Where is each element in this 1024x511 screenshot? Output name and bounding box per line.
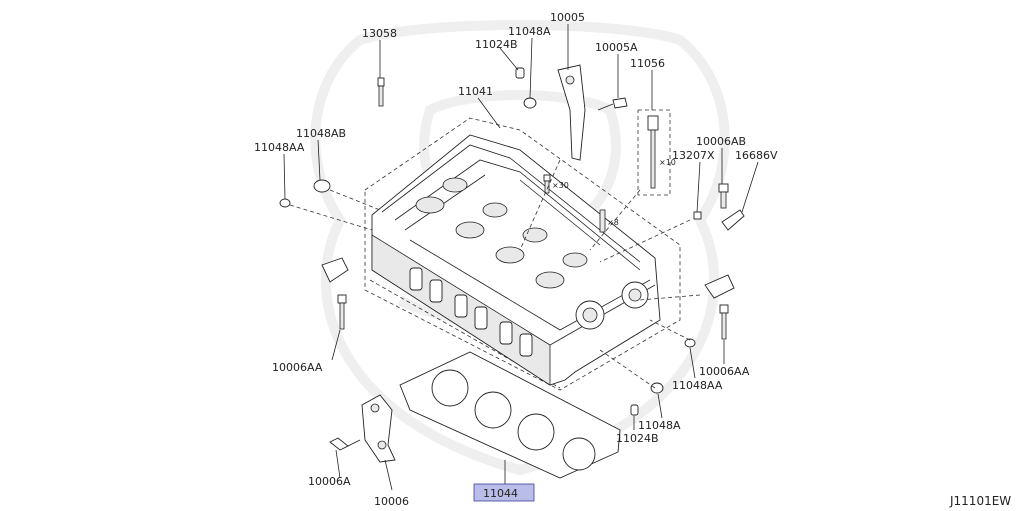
- intake-ports: [409, 267, 533, 357]
- plug-11048A-bottom[interactable]: [650, 382, 664, 394]
- qty-x10: ×10: [659, 158, 676, 167]
- label-11048A-top[interactable]: 11048A: [508, 25, 551, 38]
- bolt-x30[interactable]: [543, 174, 551, 194]
- plug-11048AA-right[interactable]: [684, 338, 696, 348]
- label-11044[interactable]: 11044: [483, 487, 518, 500]
- cap-11048AB[interactable]: [313, 179, 331, 193]
- nut-13207X[interactable]: [693, 211, 702, 220]
- label-10006A[interactable]: 10006A: [308, 475, 351, 488]
- cam-journals: [415, 177, 588, 289]
- pin-11024B-bottom[interactable]: [630, 404, 639, 416]
- stud-x8[interactable]: [599, 209, 606, 233]
- diagram-code: J11101EW: [949, 494, 1011, 508]
- label-13058[interactable]: 13058: [362, 27, 397, 40]
- plug-11048A-top[interactable]: [523, 97, 537, 109]
- label-10006AA-left[interactable]: 10006AA: [272, 361, 323, 374]
- label-11048A-bottom[interactable]: 11048A: [638, 419, 681, 432]
- clip-16686V[interactable]: [721, 209, 745, 231]
- leader-lines: [283, 24, 759, 491]
- bolt-10006A[interactable]: [329, 437, 361, 451]
- bolt-10006AA-left[interactable]: [337, 294, 347, 330]
- front-bores: [575, 281, 649, 330]
- label-16686V[interactable]: 16686V: [735, 149, 778, 162]
- label-11048AA-right[interactable]: 11048AA: [672, 379, 723, 392]
- part-labels: 13058 11024B 11048A 10005 10005A 11056 1…: [254, 11, 778, 508]
- label-11056[interactable]: 11056: [630, 57, 665, 70]
- label-10006AA-right[interactable]: 10006AA: [699, 365, 750, 378]
- pin-11024B-top[interactable]: [515, 67, 525, 79]
- quantity-marks: ×30 ×8 ×10: [552, 158, 676, 227]
- label-10005[interactable]: 10005: [550, 11, 585, 24]
- bolt-10006AA-right[interactable]: [719, 304, 729, 340]
- bracket-10005[interactable]: [557, 64, 586, 161]
- cylinder-head[interactable]: [371, 134, 661, 386]
- qty-x30: ×30: [552, 181, 569, 190]
- plug-11048AA-left[interactable]: [279, 198, 291, 208]
- head-bolt-11056[interactable]: [637, 109, 671, 196]
- label-10006[interactable]: 10006: [374, 495, 409, 508]
- label-11024B-top[interactable]: 11024B: [475, 38, 518, 51]
- bolt-10006AB[interactable]: [718, 183, 729, 209]
- label-11044-highlight: [473, 483, 535, 502]
- bolt-10005A[interactable]: [597, 97, 628, 111]
- label-11024B-bottom[interactable]: 11024B: [616, 432, 659, 445]
- label-10005A[interactable]: 10005A: [595, 41, 638, 54]
- bracket-left[interactable]: [321, 257, 349, 283]
- bracket-10006[interactable]: [361, 394, 396, 463]
- qty-x8: ×8: [607, 218, 619, 227]
- label-13207X[interactable]: 13207X: [672, 149, 715, 162]
- label-11048AB[interactable]: 11048AB: [296, 127, 346, 140]
- bracket-right[interactable]: [704, 274, 735, 299]
- stud-13058[interactable]: [377, 77, 385, 107]
- label-11048AA-left[interactable]: 11048AA: [254, 141, 305, 154]
- label-11041[interactable]: 11041: [458, 85, 493, 98]
- label-10006AB[interactable]: 10006AB: [696, 135, 746, 148]
- head-gasket[interactable]: [399, 351, 621, 479]
